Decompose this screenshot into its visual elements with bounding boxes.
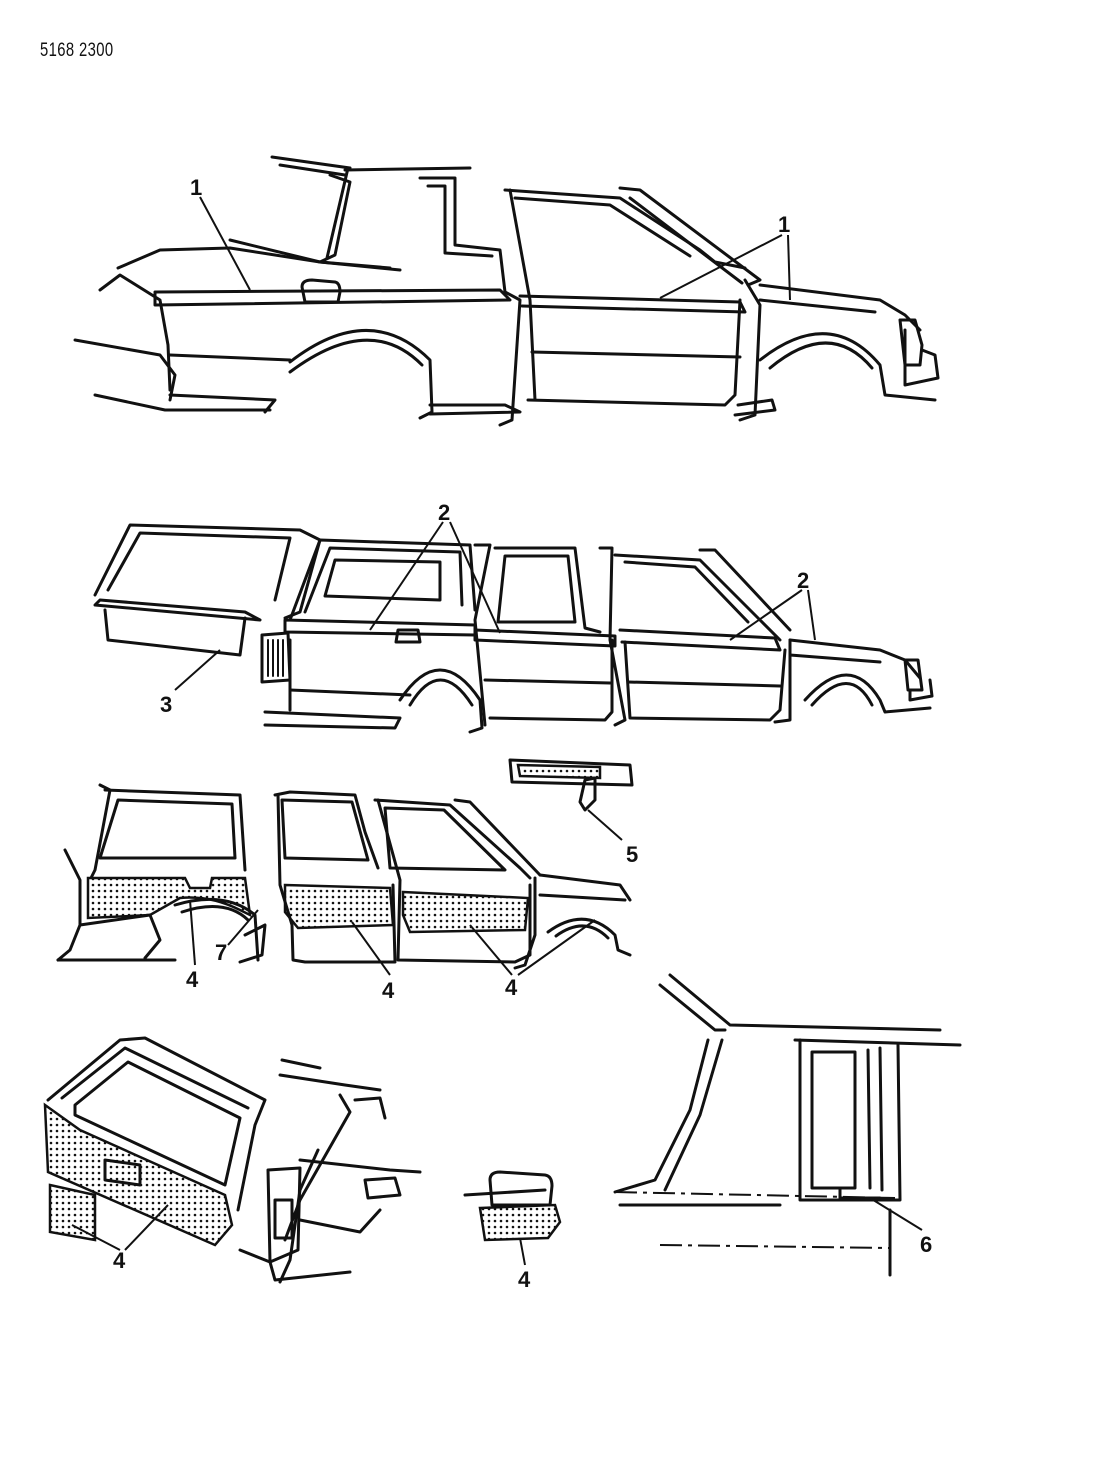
callout-labels: 1 1 2 2 3 5 7 4 4 4 4 4 6 [113,175,932,1292]
trim-insert [516,763,602,780]
callout-4-rear-quarter: 4 [186,967,199,992]
callout-2-front: 2 [797,568,809,593]
callout-4-front-door: 4 [505,975,518,1000]
callout-1-rear: 1 [190,175,202,200]
callout-6: 6 [920,1232,932,1257]
callout-1-front: 1 [778,212,790,237]
rear-quarter-panel [86,876,252,920]
front-door-panel [401,890,530,934]
wagon-panels-view [56,758,634,970]
rear-door-panel [283,883,395,930]
drawing-code: 5168 2300 [40,40,114,61]
leader-lines [71,196,923,1266]
liftgate-rear-view [43,1036,422,1284]
sedan-side-view [73,155,940,427]
fuel-door-detail [463,1170,562,1242]
callout-4-fuel-door: 4 [518,1267,531,1292]
fuel-door-panel [478,1203,562,1242]
callout-2-center: 2 [438,500,450,525]
callout-7: 7 [215,940,227,965]
callout-5: 5 [626,842,638,867]
license-lamp-panel [48,1183,97,1242]
callout-4-liftgate: 4 [113,1248,126,1273]
callout-4-rear-door: 4 [382,978,395,1003]
callout-3: 3 [160,692,172,717]
wagon-side-view [93,523,934,734]
sedan-c-pillar-view [613,973,962,1277]
